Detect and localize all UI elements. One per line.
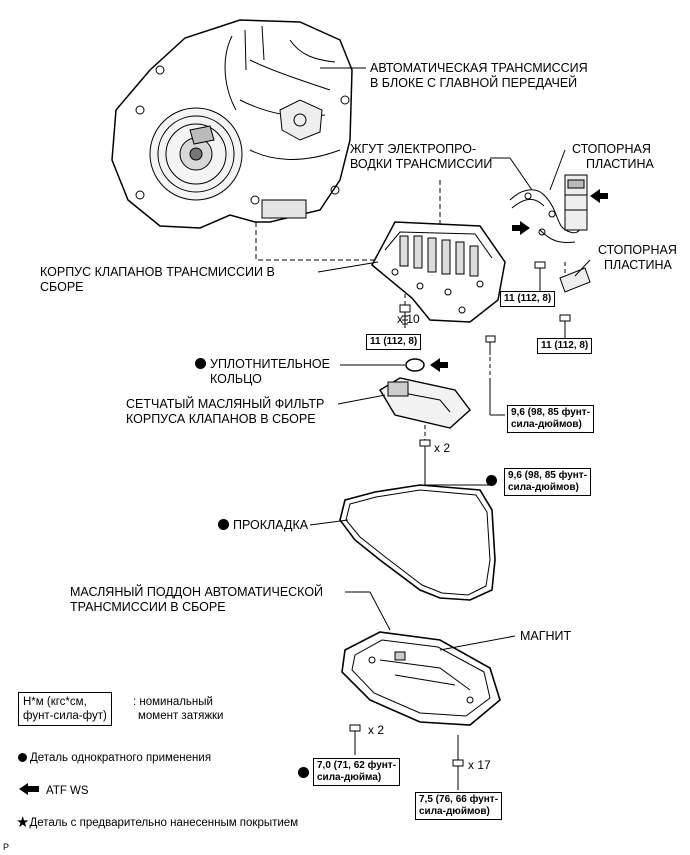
transmission-drawing: [111, 19, 353, 229]
valve-body-bolt: [399, 304, 411, 328]
legend-single-use: Деталь однократного применения: [18, 751, 211, 766]
qty-valve-body: x 10: [397, 312, 420, 326]
qty-pan-b: x 17: [468, 758, 491, 772]
qty-strainer: x 2: [434, 441, 451, 455]
star-icon: ★: [16, 814, 30, 831]
qty-pan-a: x 2: [368, 723, 385, 737]
filled-circle-icon: [18, 753, 27, 762]
harness-drawing: [509, 174, 588, 243]
label-gasket: ПРОКЛАДКА: [218, 518, 308, 533]
strainer-drawing: [379, 377, 471, 429]
torque-valve-body-bolt-2: 9,6 (98, 85 фунт-сила-дюймов): [507, 405, 595, 433]
legend-torque-box: Н*м (кгс*см,фунт-сила-фут): [18, 692, 112, 726]
torque-valve-body-bolt: 11 (112, 8): [366, 334, 422, 350]
filled-circle-icon: [218, 519, 229, 530]
torque-pan-bolt-b: 7,5 (76, 66 фунт-сила-дюймов): [415, 792, 503, 820]
gasket-drawing: [339, 484, 496, 601]
left-arrow-icon: [19, 783, 39, 795]
label-o-ring: УПЛОТНИТЕЛЬНОЕ КОЛЬЦО: [195, 357, 330, 387]
filled-circle-icon: [298, 767, 309, 778]
valve-body-drawing: [371, 221, 506, 323]
legend-precoated: ★Деталь с предварительно нанесенным покр…: [16, 814, 299, 831]
single-use-marker: [486, 472, 501, 490]
footer-code: P: [3, 842, 10, 852]
single-use-marker: [298, 764, 313, 782]
filled-circle-icon: [486, 475, 497, 486]
torque-strainer-bolt: 9,6 (98, 85 фунт-сила-дюймов): [504, 468, 592, 496]
oil-pan-drawing: [341, 631, 501, 726]
valve-body-bolt-2: [485, 335, 505, 416]
label-harness: ЖГУТ ЭЛЕКТРОПРО-ВОДКИ ТРАНСМИССИИ: [350, 142, 493, 171]
torque-plate-bolt: 11 (112, 8): [537, 338, 593, 354]
atf-arrows: [430, 189, 608, 372]
filled-circle-icon: [195, 358, 206, 369]
torque-pan-bolt-a: 7,0 (71, 62 фунт-сила-дюйма): [313, 758, 401, 786]
torque-harness-bolt: 11 (112, 8): [500, 291, 556, 307]
label-magnet: МАГНИТ: [520, 629, 572, 643]
legend-atf: ATF WS: [18, 783, 89, 799]
